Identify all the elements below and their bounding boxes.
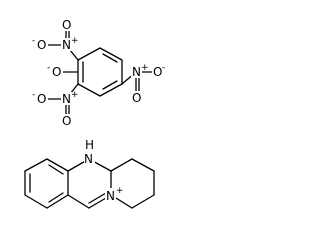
nitro-o-top-left: O [37, 38, 46, 52]
nitro-n-right: N [132, 65, 141, 79]
picrate-ring [77, 47, 123, 97]
phenolate-o: O [52, 65, 61, 79]
picrate-anion: N + O - O N + O - O N + O - O O - [32, 18, 165, 128]
nitro-o-top-left-charge: - [32, 36, 35, 46]
nitro-o-top: O [62, 18, 71, 32]
phenolate-charge: - [47, 63, 50, 73]
nitro-n-top-charge: + [71, 36, 79, 46]
pyrimidine-ring [67, 158, 112, 209]
nh-n: N [84, 152, 93, 166]
nitro-o-bottom-left-charge: - [32, 90, 35, 100]
nitro-o-right-bottom: O [132, 91, 141, 105]
nitro-o-right: O [153, 65, 162, 79]
nitro-n-right-charge: + [141, 63, 149, 73]
nitro-o-bottom-left: O [37, 92, 46, 106]
nitro-n-bottom-charge: + [71, 90, 79, 100]
n-plus-charge: + [116, 186, 124, 196]
nitro-n-bottom: N [62, 92, 71, 106]
tricyclic-cation: N H N + [24, 138, 155, 209]
nh-h: H [85, 138, 94, 152]
nitro-o-bottom: O [62, 114, 71, 128]
structure-canvas: N + O - O N + O - O N + O - O O - [24, 18, 165, 209]
n-plus: N [106, 189, 115, 203]
piperidine-ring [110, 158, 155, 209]
nitro-o-right-charge: - [162, 63, 165, 73]
benzo-ring [24, 158, 69, 209]
nitro-n-top: N [62, 38, 71, 52]
